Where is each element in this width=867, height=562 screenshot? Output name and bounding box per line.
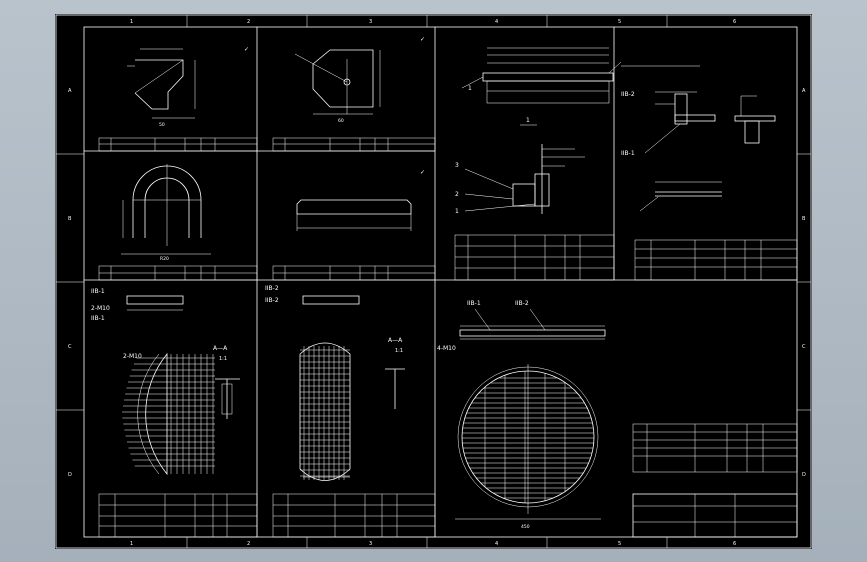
- zone-row-d-right: D: [802, 472, 806, 478]
- zone-col-3-bottom: 3: [369, 541, 372, 547]
- leader-2: 2: [455, 191, 459, 198]
- inner-border: [83, 26, 798, 538]
- part-grid-segment-left: IIB-1 2-M10 IIB-1 2-M10 A—A 1:1: [91, 288, 240, 476]
- zone-col-3-top: 3: [369, 19, 372, 25]
- mark-iib-1: IIB-1: [621, 150, 635, 157]
- zone-row-c-right: C: [802, 344, 806, 350]
- svg-text:✓: ✓: [244, 46, 249, 53]
- mark-4-m10: 4-M10: [437, 345, 456, 352]
- table-grid-left: [98, 493, 258, 538]
- table-u-bend: [98, 265, 258, 281]
- mark-2-m10: 2-M10: [91, 305, 110, 312]
- dim-50: 50: [159, 122, 165, 128]
- zone-col-6-top: 6: [733, 19, 736, 25]
- cad-drawing: 1 2 3 4 5 6 1 2 3 4 5 6 A B C D A B C D …: [55, 14, 812, 549]
- table-support-detail: [634, 239, 798, 281]
- zone-col-2-top: 2: [247, 19, 250, 25]
- svg-text:✓: ✓: [420, 169, 425, 176]
- zone-col-4-bottom: 4: [495, 541, 498, 547]
- section-1-label: 1: [526, 117, 530, 124]
- part-grid-segment-center: IIB-2 IIB-2 A—A 1:1: [265, 285, 405, 481]
- table-flat-bar: [272, 265, 436, 281]
- mark-2-m10-lower: 2-M10: [123, 353, 142, 360]
- part-plate-with-hole: ✓: [294, 36, 425, 115]
- zone-row-d-left: D: [68, 472, 72, 478]
- part-u-bend: [121, 164, 211, 255]
- dim-60: 60: [338, 118, 344, 124]
- mark-iib-2-center: IIB-2: [265, 285, 279, 292]
- leader-1: 1: [455, 208, 459, 215]
- zone-col-1-top: 1: [130, 19, 133, 25]
- svg-text:✓: ✓: [420, 36, 425, 43]
- zone-col-6-bottom: 6: [733, 541, 736, 547]
- mark-iib-2-center-b: IIB-2: [265, 297, 279, 304]
- dim-450: 450: [521, 524, 530, 530]
- table-bracket-plate: [98, 137, 258, 152]
- part-bracket-plate: ✓: [127, 46, 249, 119]
- zone-labels: 1 2 3 4 5 6 1 2 3 4 5 6 A B C D A B C D: [68, 19, 806, 547]
- mark-iib-1-round: IIB-1: [467, 300, 481, 307]
- outer-border: [55, 14, 812, 549]
- leader-3: 3: [455, 162, 459, 169]
- mark-iib-1-side: IIB-1: [91, 315, 105, 322]
- zone-col-1-bottom: 1: [130, 541, 133, 547]
- scale-1-1-left: 1:1: [219, 356, 227, 362]
- mark-iib-2-round: IIB-2: [515, 300, 529, 307]
- zone-col-5-top: 5: [618, 19, 621, 25]
- part-support-detail: IIB-2 IIB-1: [621, 65, 776, 212]
- zone-col-5-bottom: 5: [618, 541, 621, 547]
- zone-row-a-left: A: [68, 88, 72, 94]
- part-round-grid: [455, 364, 601, 520]
- part-round-grid-top: IIB-1 IIB-2 4-M10: [437, 300, 606, 352]
- dimension-labels: 50 60 R20 450: [159, 118, 530, 530]
- title-block: [632, 423, 798, 538]
- section-aa-left: A—A: [213, 345, 228, 352]
- table-plate-with-hole: [272, 137, 436, 152]
- part-beam-detail: 3 2 1: [455, 144, 585, 215]
- zone-ticks: [56, 15, 811, 548]
- mark-iib-1-top: IIB-1: [91, 288, 105, 295]
- table-beam-assembly: [454, 234, 615, 281]
- leader-1-beam: 1: [468, 85, 472, 92]
- zone-row-a-right: A: [802, 88, 806, 94]
- table-grid-center: [272, 493, 436, 538]
- section-aa-right: A—A: [388, 337, 403, 344]
- zone-row-b-left: B: [68, 216, 72, 222]
- zone-row-c-left: C: [68, 344, 72, 350]
- drawing-sheet: 1 2 3 4 5 6 1 2 3 4 5 6 A B C D A B C D …: [55, 14, 812, 549]
- zone-row-b-right: B: [802, 216, 806, 222]
- zone-col-4-top: 4: [495, 19, 498, 25]
- dim-r20: R20: [160, 256, 169, 262]
- zone-col-2-bottom: 2: [247, 541, 250, 547]
- part-flat-bar: ✓: [296, 169, 425, 231]
- scale-1-1-right: 1:1: [395, 348, 403, 354]
- panel-grid: [84, 27, 797, 537]
- part-beam-assembly: 1 1: [461, 47, 622, 126]
- mark-iib-2: IIB-2: [621, 91, 635, 98]
